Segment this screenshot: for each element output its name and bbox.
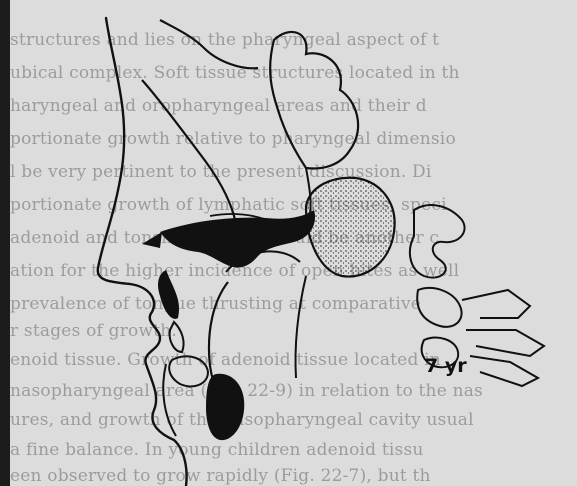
tongue-mass — [206, 374, 244, 440]
sphenoid-outline — [270, 32, 358, 169]
adenoid-tissue — [306, 178, 395, 277]
cervical-vertebra-1 — [410, 205, 465, 278]
upper-incisor — [158, 270, 179, 319]
age-label: 7 yr — [425, 355, 467, 377]
spinous-processes — [462, 290, 544, 386]
palatal-shadow — [160, 210, 315, 268]
anterior-nasal-spine — [142, 232, 162, 248]
lower-incisor — [170, 322, 184, 352]
book-page: structures and lies on the pharyngeal as… — [10, 0, 577, 486]
cervical-vertebra-2 — [417, 288, 461, 327]
unerupted-tooth-bud — [169, 356, 208, 386]
cephalometric-tracing — [10, 0, 577, 486]
mandibular-symphysis — [163, 364, 176, 436]
facial-profile-outline — [98, 18, 187, 486]
cranial-outline — [160, 20, 258, 68]
pharyngeal-wall — [295, 276, 306, 378]
maxilla-outline — [142, 80, 236, 224]
